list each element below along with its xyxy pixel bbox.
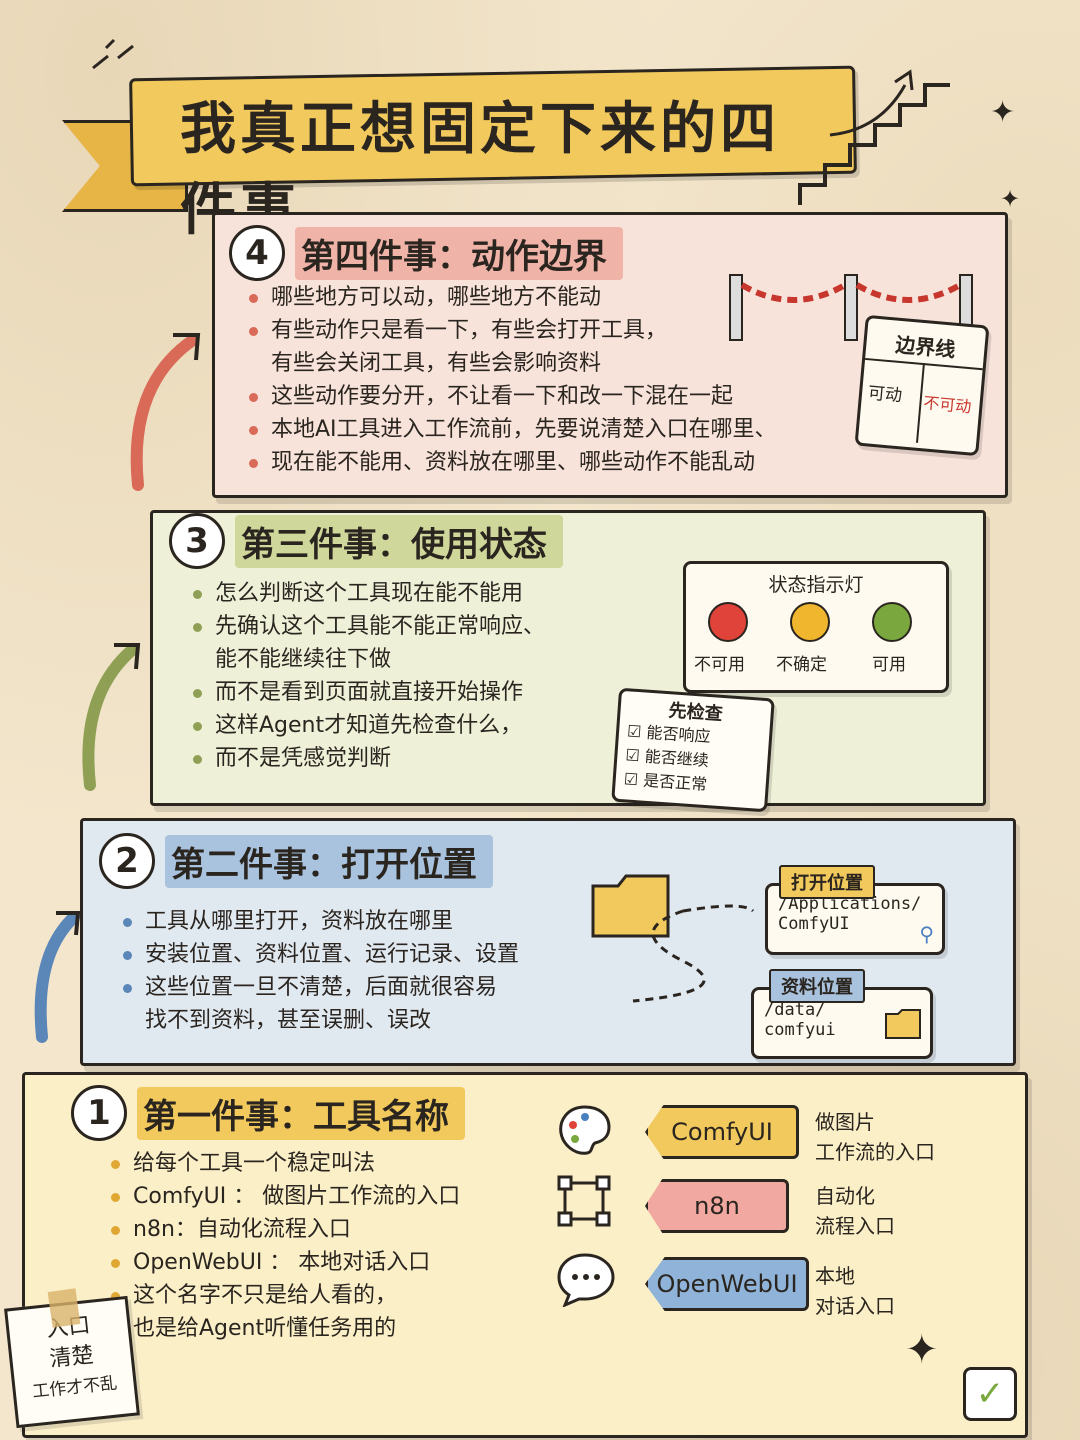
list-item: 而不是凭感觉判断 [187, 742, 627, 775]
step-two-title: 第二件事：打开位置 [165, 834, 493, 888]
data-path: /data/ comfyui [764, 1000, 836, 1040]
step-number-badge: 4 [229, 225, 285, 281]
open-path: /Applications/ ComfyUI [778, 894, 922, 934]
list-item: 怎么判断这个工具现在能不能用 [187, 577, 627, 610]
step-three-heading: 3 第三件事：使用状态 [169, 513, 563, 569]
barrier-rope-icon [729, 274, 973, 341]
step-one-heading: 1 第一件事：工具名称 [71, 1085, 465, 1141]
workflow-nodes-icon [557, 1175, 611, 1227]
step-three-title: 第三件事：使用状态 [235, 514, 563, 568]
tape-icon [47, 1288, 81, 1328]
list-item: OpenWebUI ： 本地对话入口 [105, 1246, 525, 1279]
step-number-badge: 2 [99, 833, 155, 889]
sparkle-icon: ✦ [905, 1327, 939, 1373]
sparkle-icon: ✦ [1000, 185, 1021, 213]
location-pin-icon: ⚲ [919, 922, 934, 946]
folder-icon [591, 874, 670, 938]
tag-comfyui: ComfyUI [645, 1105, 799, 1159]
list-item: 这些动作要分开，不让看一下和改一下混在一起 [243, 380, 843, 413]
step-two-card: 2 第二件事：打开位置 工具从哪里打开，资料放在哪里 安装位置、资料位置、运行记… [80, 818, 1016, 1066]
step-three-card: 3 第三件事：使用状态 怎么判断这个工具现在能不能用 先确认这个工具能不能正常响… [150, 510, 986, 813]
status-lights-title: 状态指示灯 [768, 574, 864, 596]
tag-n8n-desc: 自动化流程入口 [815, 1184, 895, 1238]
list-item: n8n：自动化流程入口 [105, 1213, 525, 1246]
folder-icon [885, 1009, 921, 1039]
boundary-board: 边界线 可动 不可动 [854, 314, 990, 457]
sparkle-icon: ✦ [990, 95, 1016, 130]
stairs-arrow-icon [798, 69, 950, 205]
check-first-note: 先检查 ☑ 能否响应 ☑ 能否继续 ☑ 是否正常 [611, 687, 775, 813]
list-item: 现在能不能用、资料放在哪里、哪些动作不能乱动 [243, 446, 843, 479]
step-four-heading: 4 第四件事：动作边界 [229, 225, 623, 281]
step-three-list: 怎么判断这个工具现在能不能用 先确认这个工具能不能正常响应、 能不能继续往下做 … [187, 577, 627, 775]
dashed-path-icon [632, 904, 755, 1003]
list-item: 找不到资料，甚至误删、误改 [145, 1008, 432, 1033]
up-arrow-icon [34, 911, 81, 1043]
list-item: 能不能继续往下做 [215, 647, 392, 672]
step-one-card: 1 第一件事：工具名称 给每个工具一个稳定叫法 ComfyUI ： 做图片工作流… [22, 1072, 1028, 1438]
green-light-icon [872, 602, 912, 642]
tag-n8n: n8n [645, 1179, 789, 1233]
step-number-badge: 1 [71, 1085, 127, 1141]
status-lights-panel: 状态指示灯 不可用 不确定 可用 [683, 561, 949, 693]
step-two-heading: 2 第二件事：打开位置 [99, 833, 493, 889]
tag-comfyui-desc: 做图片工作流的入口 [815, 1110, 935, 1164]
light-label-available: 可用 [872, 655, 906, 675]
list-item: 安装位置、资料位置、运行记录、设置 [117, 938, 567, 971]
page-title: 我真正想固定下来的四件事 [180, 97, 780, 243]
list-item: 有些动作只是看一下，有些会打开工具， [243, 314, 843, 347]
step-one-list: 给每个工具一个稳定叫法 ComfyUI ： 做图片工作流的入口 n8n：自动化流… [105, 1147, 525, 1345]
list-item: 而不是看到页面就直接开始操作 [187, 676, 627, 709]
palette-icon [559, 1105, 611, 1155]
step-four-title: 第四件事：动作边界 [295, 226, 623, 280]
yellow-light-icon [790, 602, 830, 642]
list-item: 这个名字不只是给人看的， [105, 1279, 525, 1312]
step-two-list: 工具从哪里打开，资料放在哪里 安装位置、资料位置、运行记录、设置 这些位置一旦不… [117, 905, 567, 1037]
step-four-card: 4 第四件事：动作边界 哪些地方可以动，哪些地方不能动 有些动作只是看一下，有些… [212, 212, 1008, 498]
light-label-uncertain: 不确定 [776, 655, 827, 675]
list-item: 本地AI工具进入工作流前，先要说清楚入口在哪里、 [243, 413, 843, 446]
list-item: 先确认这个工具能不能正常响应、 [187, 610, 627, 643]
up-arrow-icon [82, 643, 141, 791]
list-item: 有些会关闭工具，有些会影响资料 [271, 351, 602, 376]
light-label-unavailable: 不可用 [694, 655, 745, 675]
list-item: 也是给Agent听懂任务用的 [133, 1316, 397, 1341]
emphasis-lines-icon [92, 38, 134, 70]
chat-bubble-icon [557, 1253, 615, 1307]
red-light-icon [708, 602, 748, 642]
list-item: 这样Agent才知道先检查什么， [187, 709, 627, 742]
step-four-list: 哪些地方可以动，哪些地方不能动 有些动作只是看一下，有些会打开工具， 有些会关闭… [243, 281, 843, 479]
tag-openwebui-desc: 本地对话入口 [815, 1264, 895, 1318]
boundary-movable: 可动 [867, 383, 903, 407]
up-arrow-icon [130, 333, 201, 491]
list-item: ComfyUI ： 做图片工作流的入口 [105, 1180, 525, 1213]
list-item: 这些位置一旦不清楚，后面就很容易 [117, 971, 567, 1004]
tag-openwebui: OpenWebUI [645, 1257, 809, 1311]
checkmark-icon: ✓ [963, 1367, 1017, 1421]
step-one-title: 第一件事：工具名称 [137, 1086, 465, 1140]
list-item: 给每个工具一个稳定叫法 [105, 1147, 525, 1180]
boundary-immovable: 不可动 [922, 393, 973, 417]
open-location-label: 打开位置 [779, 865, 875, 899]
list-item: 哪些地方可以动，哪些地方不能动 [243, 281, 843, 314]
list-item: 工具从哪里打开，资料放在哪里 [117, 905, 567, 938]
data-location-label: 资料位置 [769, 969, 865, 1003]
step-number-badge: 3 [169, 513, 225, 569]
